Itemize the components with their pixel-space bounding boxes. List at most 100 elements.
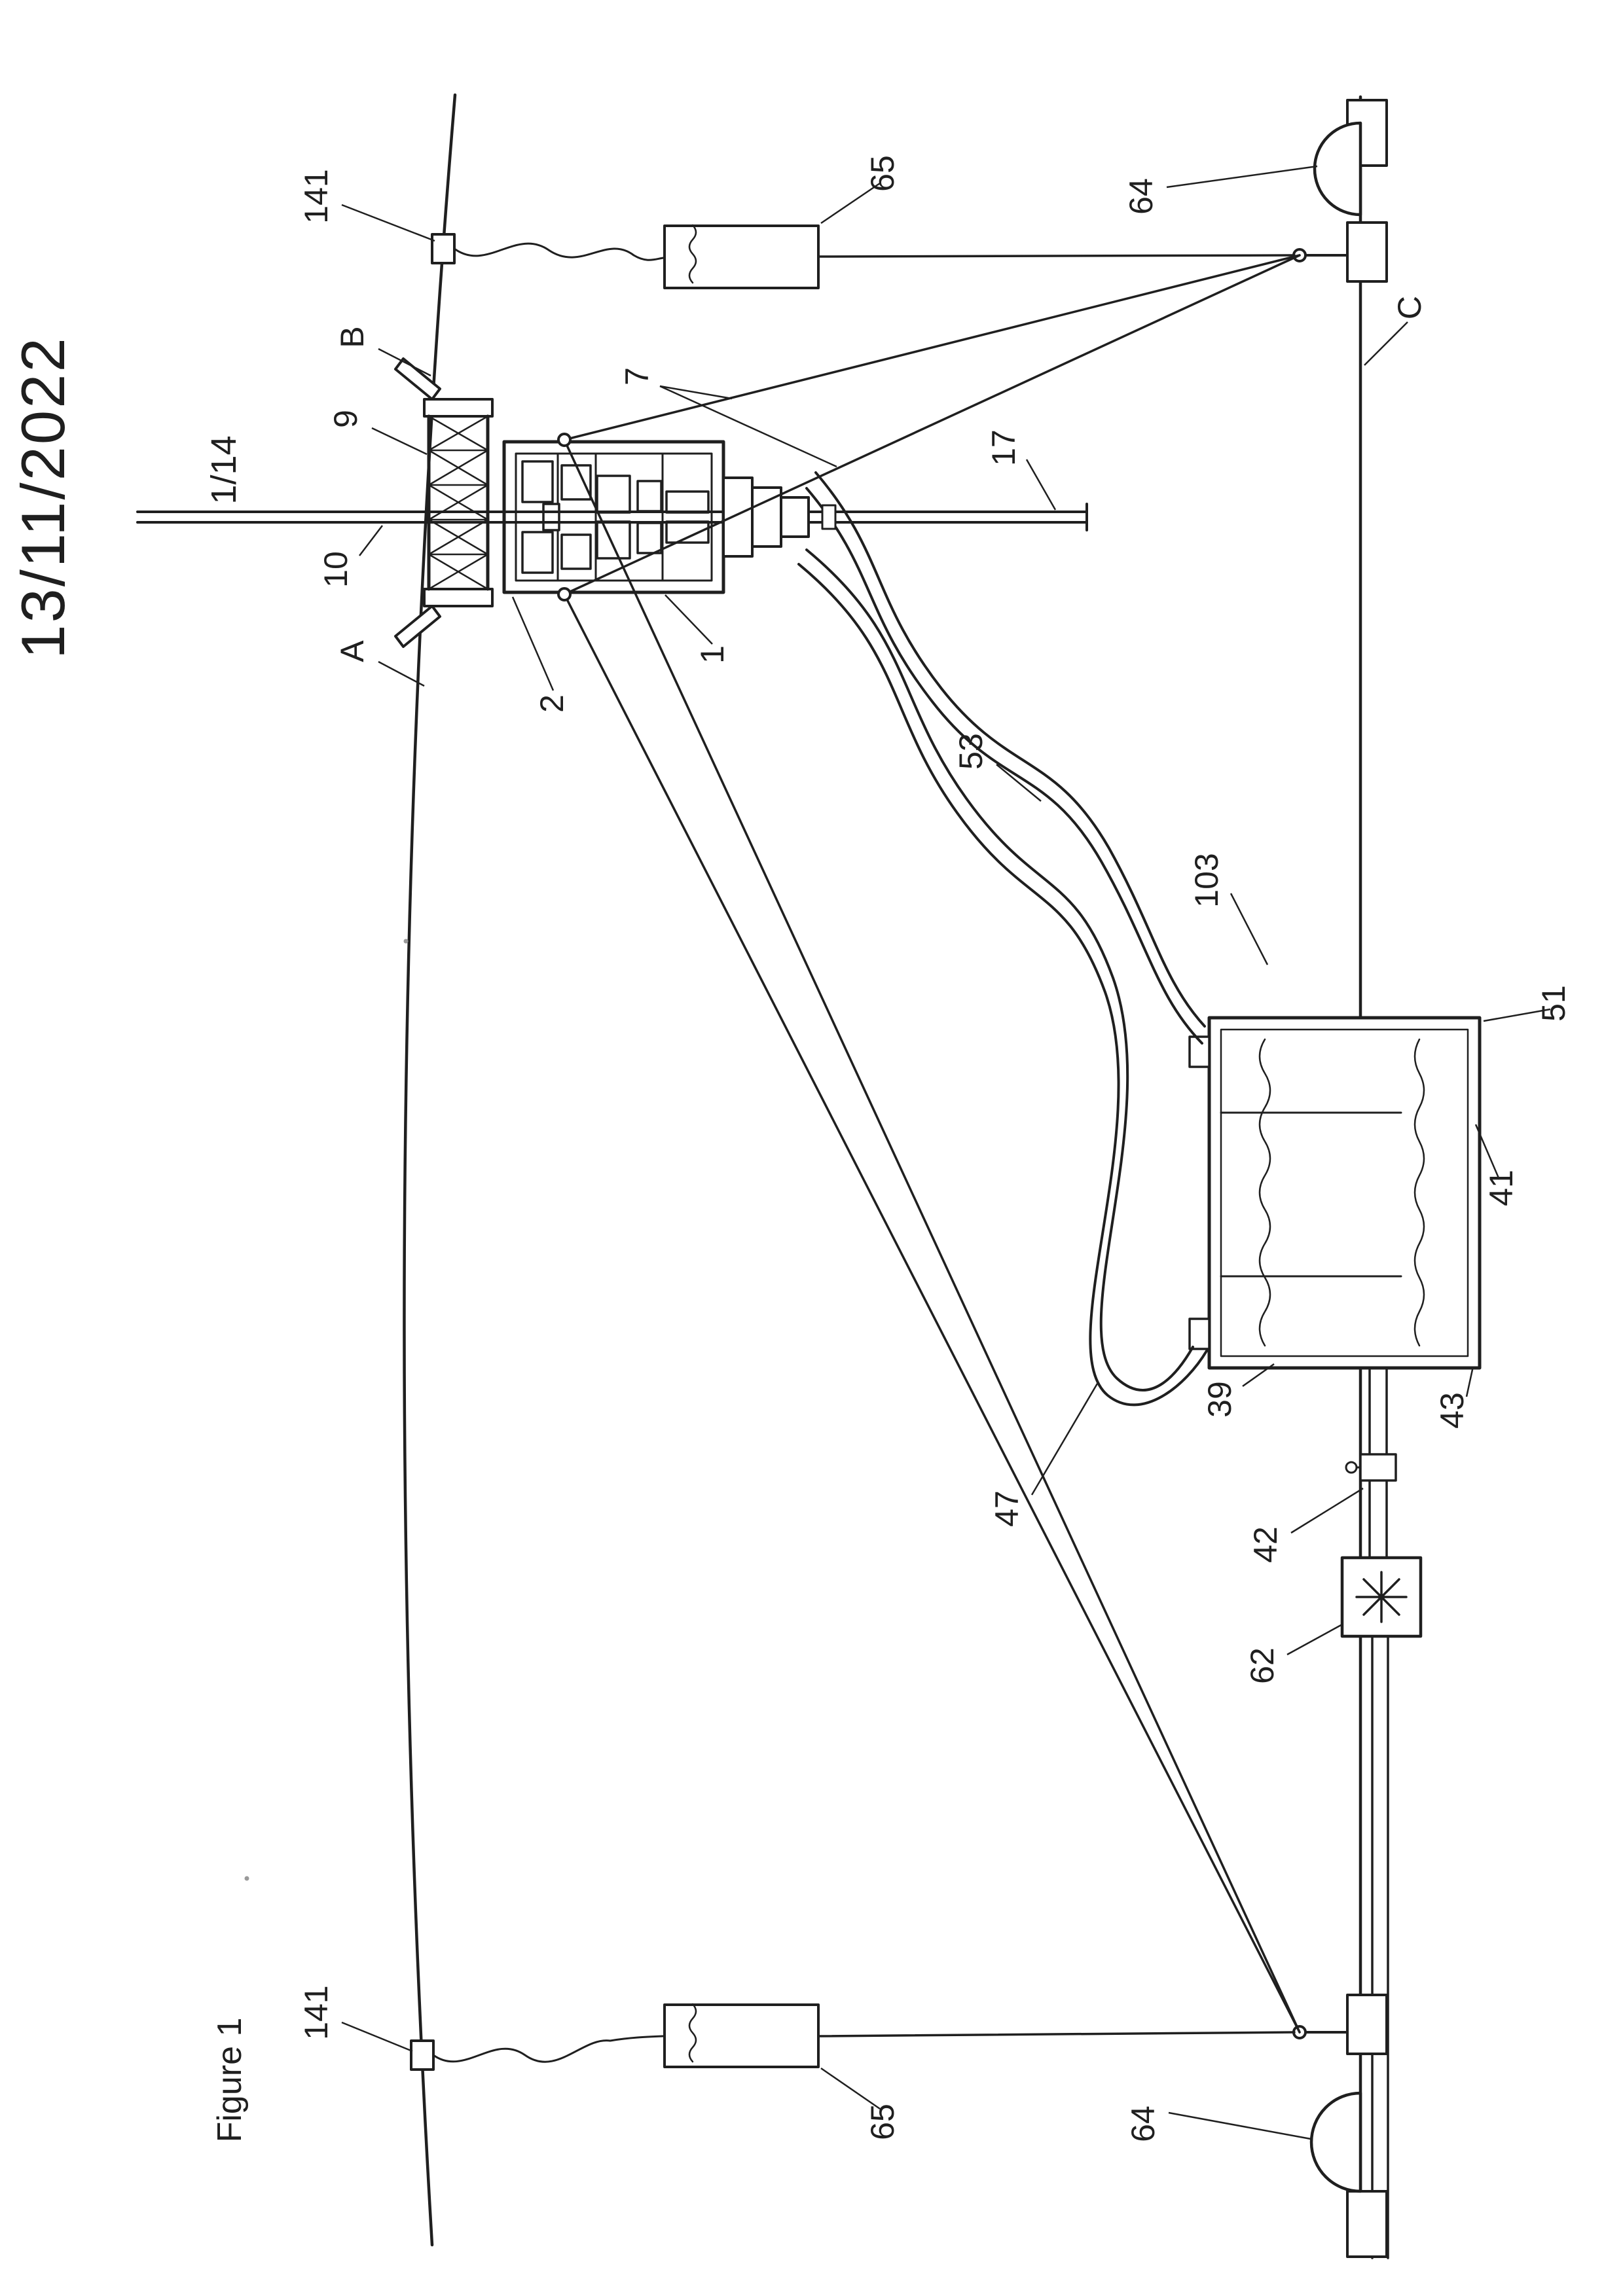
- ref-number: C: [1391, 296, 1428, 319]
- tendon-line: [817, 2031, 1296, 2037]
- ref-label-39-14: 39: [1201, 1363, 1275, 1418]
- hull-end-fin-left: [394, 605, 441, 648]
- anchor-base-plate: [1346, 1994, 1388, 2055]
- caisson-inlet-nozzle-left: [1188, 1318, 1211, 1350]
- ref-label-65-1: 65: [820, 155, 901, 224]
- leader-line: [1168, 2111, 1311, 2140]
- leader-line: [1286, 1623, 1343, 1656]
- valve-body: [596, 475, 631, 514]
- ref-label-2-8: 2: [511, 596, 570, 713]
- ref-number: 17: [985, 429, 1022, 466]
- ref-label-41-17: 41: [1474, 1124, 1520, 1206]
- surface-float-box: [410, 2039, 435, 2071]
- tendon-line: [817, 254, 1296, 258]
- leader-line: [1030, 1383, 1099, 1496]
- sea-surface-line: [403, 93, 457, 2247]
- leader-line: [1025, 459, 1057, 511]
- leader-line: [665, 594, 713, 645]
- ref-number: 9: [327, 410, 364, 428]
- jumper-pipe-upper-wall: [805, 487, 1203, 1045]
- valve-body: [665, 490, 710, 514]
- ref-label-103-13: 103: [1188, 853, 1269, 965]
- ref-number: 103: [1188, 853, 1225, 907]
- suction-anchor-dome: [1313, 121, 1362, 217]
- buoyancy-tank: [663, 224, 820, 289]
- ref-number: B: [334, 326, 371, 348]
- lower-stack-section: [722, 476, 754, 558]
- ref-number: 41: [1483, 1170, 1520, 1206]
- leader-line: [378, 660, 425, 687]
- seabed-caisson-station: [1188, 1016, 1482, 1638]
- ref-number: 42: [1247, 1526, 1284, 1563]
- leader-line: [1290, 1487, 1364, 1534]
- page-number: 1/14: [204, 435, 244, 504]
- valve-body: [596, 520, 631, 560]
- ref-number: 64: [1125, 2106, 1161, 2142]
- tank-liquid-wave: [688, 2003, 697, 2063]
- tether-line: [563, 254, 1301, 596]
- scan-speck: [403, 939, 409, 944]
- interface-level-wave-line: [1413, 1038, 1425, 1347]
- figure-title: Figure 1: [211, 2018, 249, 2143]
- export-pipeline: [1371, 1635, 1389, 2259]
- mooring-buoy-left: [410, 2003, 1296, 2071]
- riser-stub-pipe: [807, 503, 1088, 531]
- scan-speck: [244, 1876, 249, 1881]
- hull-end-fin-right: [394, 357, 441, 401]
- ref-label-62-19: 62: [1244, 1623, 1343, 1684]
- ref-label-10-7: 10: [318, 525, 383, 588]
- ref-label-42-15: 42: [1247, 1487, 1364, 1563]
- leader-line: [659, 385, 733, 400]
- slack-hose-line: [453, 242, 665, 261]
- leader-line: [1230, 893, 1269, 965]
- tether-line: [563, 254, 1301, 441]
- leader-line: [1474, 1124, 1501, 1180]
- leader-line: [378, 348, 431, 377]
- ref-label-64-2: 64: [1123, 165, 1318, 215]
- ref-label-47-12: 47: [989, 1383, 1099, 1527]
- riser-drill-pipe: [136, 511, 725, 524]
- publication-date: 13/11/2022: [9, 336, 77, 658]
- ref-label-B-3: B: [334, 326, 431, 377]
- valve-body: [521, 531, 554, 574]
- caisson-inlet-nozzle-right: [1188, 1035, 1211, 1068]
- jumper-pipelines: [797, 471, 1208, 1407]
- second-jumper-lower-wall: [797, 563, 1208, 1407]
- ref-label-C-20: C: [1364, 296, 1428, 366]
- caisson-inner-wall: [1220, 1028, 1469, 1357]
- ref-label-7-5: 7: [619, 367, 837, 468]
- slack-hose-line: [432, 2035, 665, 2063]
- leader-line: [1242, 1363, 1275, 1388]
- ref-label-17-10: 17: [985, 429, 1057, 511]
- valve-body: [560, 533, 592, 570]
- ref-number: 62: [1244, 1647, 1281, 1684]
- leader-line: [996, 764, 1042, 802]
- ref-label-64-23: 64: [1125, 2106, 1311, 2142]
- hull-end-box-right: [423, 398, 494, 418]
- mooring-buoy-right: [431, 224, 1296, 289]
- ref-label-51-18: 51: [1483, 985, 1572, 1022]
- tank-liquid-wave: [688, 224, 697, 284]
- ref-number: 1: [694, 645, 731, 664]
- ref-number: 51: [1535, 985, 1572, 1022]
- leader-line: [820, 2067, 881, 2110]
- ref-label-53-11: 53: [953, 733, 1042, 802]
- tether-line: [563, 439, 1301, 2034]
- mooring-tethers: [557, 254, 1301, 2034]
- leader-line: [1483, 1008, 1551, 1022]
- ref-number: 141: [298, 1985, 335, 2039]
- valve-body: [636, 522, 663, 554]
- ref-number: 10: [318, 551, 354, 588]
- valve-body: [542, 503, 560, 531]
- hull-end-box-left: [423, 588, 494, 607]
- leader-line: [359, 525, 383, 556]
- leader-line: [511, 596, 555, 691]
- ref-label-65-22: 65: [820, 2067, 901, 2140]
- leader-line: [820, 182, 881, 224]
- valve-actuator-icon: [1345, 1461, 1358, 1474]
- ref-number: 64: [1123, 178, 1159, 215]
- ref-label-1-9: 1: [665, 594, 731, 664]
- leader-line: [1364, 321, 1408, 366]
